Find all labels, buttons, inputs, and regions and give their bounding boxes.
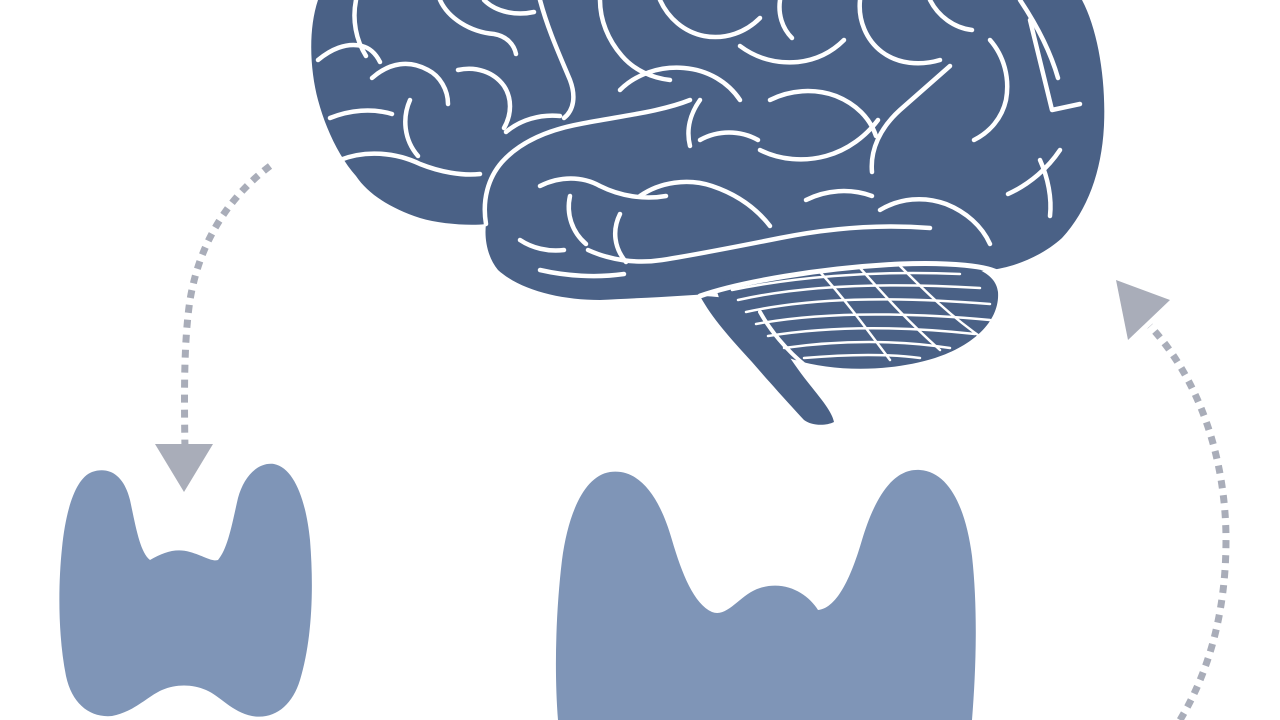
arrowhead-up-icon <box>1116 280 1170 340</box>
thyroid-gland-large-icon <box>555 469 976 720</box>
thyroid-gland-small-icon <box>59 463 312 717</box>
cerebellum-border <box>697 260 1003 299</box>
brain-icon <box>311 0 1105 425</box>
dotted-arrow-up <box>1116 280 1230 720</box>
dotted-arrow-down <box>155 163 273 492</box>
brainstem-border <box>758 310 808 368</box>
cerebellum-folds <box>730 264 992 362</box>
brain-folds <box>315 0 1083 279</box>
arrowhead-down-icon <box>155 444 213 492</box>
